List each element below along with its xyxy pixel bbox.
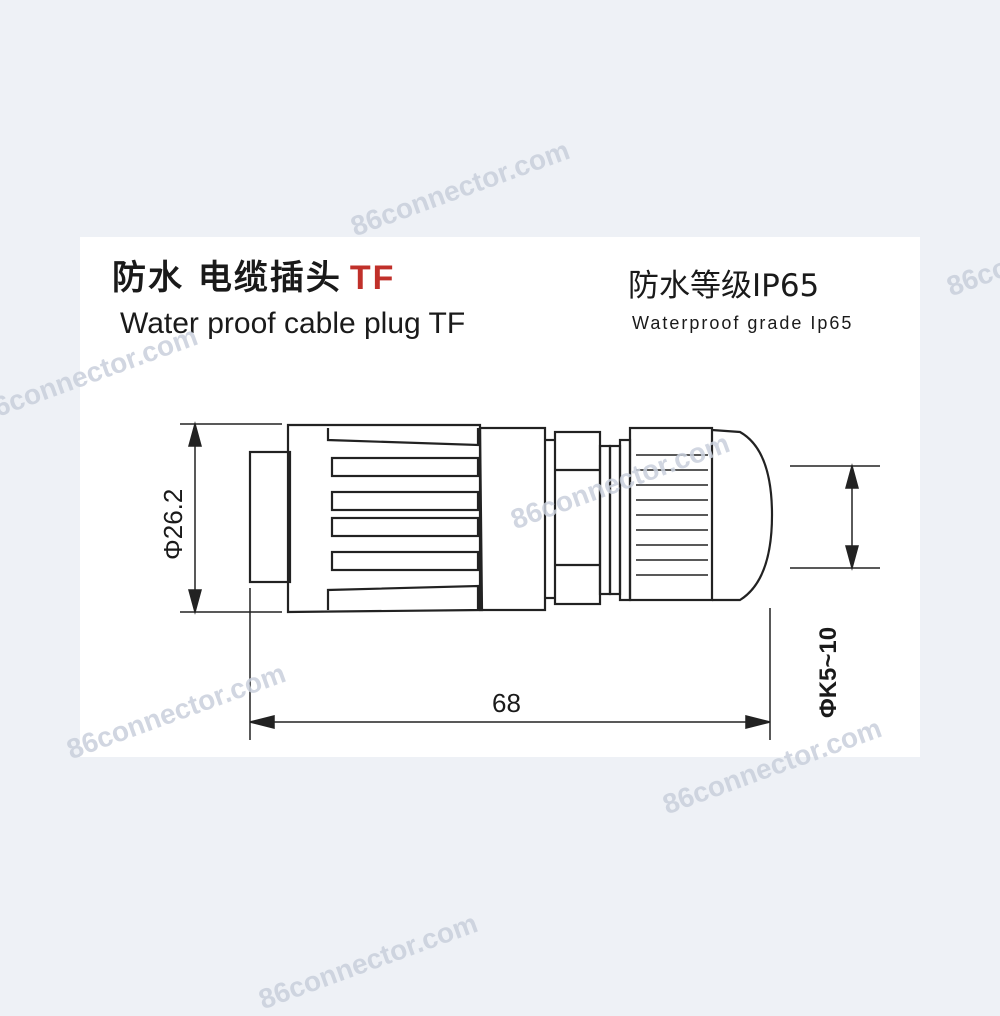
diameter-label: Φ26.2 <box>158 489 188 560</box>
plug-rib <box>330 516 480 538</box>
cable-range-label: ΦK5~10 <box>815 627 842 718</box>
gland-clamp <box>628 426 714 602</box>
plug-rib <box>330 490 480 512</box>
plug-nose <box>248 450 292 584</box>
plug-rib <box>330 550 480 572</box>
drawing-panel <box>80 237 920 757</box>
title-english: Water proof cable plug TF <box>120 307 466 340</box>
gland-cap <box>711 428 774 602</box>
title-model-code: TF <box>349 259 396 297</box>
plug-rib <box>326 428 480 447</box>
title-chinese-main: 防水 电缆插头 <box>112 258 342 298</box>
length-label: 68 <box>492 688 521 718</box>
coupling-ring <box>478 426 547 612</box>
grade-chinese: 防水等级IP65 <box>628 268 820 304</box>
plug-rib <box>326 584 480 610</box>
grade-english: Waterproof grade Ip65 <box>632 313 854 333</box>
plug-rib <box>330 456 480 478</box>
